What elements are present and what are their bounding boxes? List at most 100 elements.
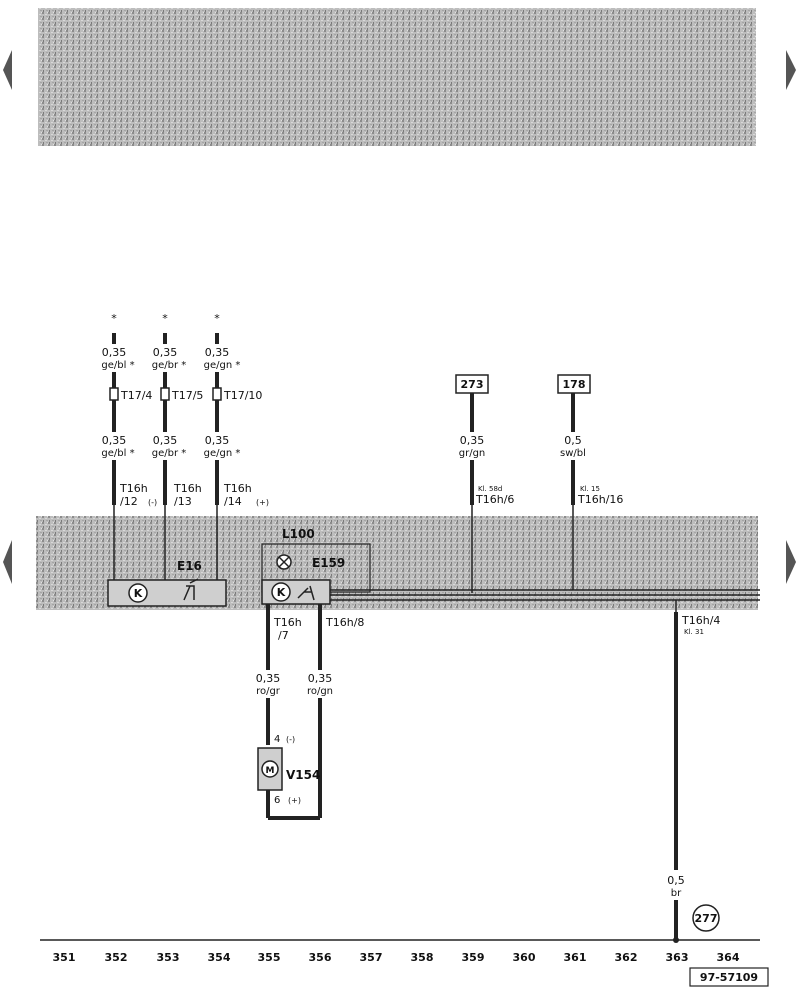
wire-gauge: 0,35 [153,346,178,359]
wire-color: sw/bl [560,448,586,459]
left-arrow-icon[interactable] [3,50,12,90]
star-mark: * [111,312,117,325]
pin-label: T16h [119,482,148,495]
connector-label: T17/4 [120,389,152,402]
scale-number: 358 [411,951,434,964]
connector-label: T17/5 [171,389,203,402]
switch-e16-box [107,579,227,607]
wire-gauge: 0,35 [205,434,230,447]
wire-column-3: * 0,35 ge/gn * T17/10 0,35 ge/gn * T16h … [204,312,269,580]
pin-label: /12 [120,495,138,508]
pin-label: T16h [173,482,202,495]
motor-pin-top-pol: (-) [286,735,295,744]
motor-pin-bottom-pol: (+) [288,796,301,805]
connector-symbol [160,387,170,401]
scale-number: 361 [564,951,587,964]
component-label-l100: L100 [282,527,315,541]
star-mark: * [162,312,168,325]
wire-column-2: * 0,35 ge/br * T17/5 0,35 ge/br * T16h /… [152,312,203,580]
scale-number: 351 [53,951,76,964]
terminal-label: Kl. 58d [478,485,502,493]
ground-wire: T16h/4 Kl. 31 0,5 br 277 [667,600,720,943]
wire-column-1: * 0,35 ge/bl * T17/4 0,35 ge/bl * T16h /… [101,312,157,580]
k-symbol-letter: K [277,586,286,599]
scale-number: 356 [309,951,332,964]
right-arrow-icon[interactable] [786,540,796,584]
motor-v154: 4 (-) M V154 6 (+) [257,734,320,818]
component-label-e16: E16 [177,559,202,573]
motor-pin-top: 4 [274,734,280,745]
scale-number: 355 [258,951,281,964]
reference-number: 273 [461,378,484,391]
wire-color: ge/gn * [204,448,241,459]
scale-number: 354 [208,951,231,964]
terminal-label: Kl. 15 [580,485,600,493]
wire-color: ro/gr [256,686,281,697]
scale-number: 363 [666,951,689,964]
k-symbol-letter: K [134,587,143,600]
connector-symbol [109,387,119,401]
component-label-v154: V154 [286,768,320,782]
figure-id: 97-57109 [700,971,758,984]
pin-label: T16h [273,616,302,629]
wire-gauge: 0,35 [205,346,230,359]
wire-color: ge/bl * [101,360,134,371]
wire-gauge: 0,5 [564,434,582,447]
pin-label: T16h [223,482,252,495]
lower-wire-left: T16h /7 0,35 ro/gr [256,604,302,745]
scale-number: 353 [157,951,180,964]
switch-e16: E16 K [107,559,227,607]
scale-number: 360 [513,951,536,964]
star-mark: * [214,312,220,325]
rotary-switch-icon [183,578,199,601]
connector-label: T17/10 [223,389,262,402]
header-block [38,8,756,146]
right-arrow-icon[interactable] [786,50,796,90]
left-arrow-icon[interactable] [3,540,12,584]
pin-label: T16h/4 [681,614,720,627]
pin-label: /14 [224,495,242,508]
scale-number: 359 [462,951,485,964]
lower-wire-right: T16h/8 0,35 ro/gn [268,604,364,820]
scale-number: 357 [360,951,383,964]
internal-bus [330,589,760,601]
motor-pin-bottom: 6 [274,795,280,806]
wire-gauge: 0,35 [308,672,333,685]
scale-number: 364 [717,951,740,964]
wire-color: br [671,888,682,899]
scale-numbers: 351 352 353 354 355 356 357 358 359 360 … [53,951,740,964]
svg-text:M: M [266,766,275,776]
figure-id-box [689,967,769,987]
wire-color: gr/gn [459,448,486,459]
pin-label: T16h/6 [475,493,514,506]
switch-e159: L100 E159 K [261,527,371,605]
push-switch-icon [297,585,315,601]
wire-gauge: 0,5 [667,874,685,887]
ground-ref-circle[interactable] [692,904,720,932]
pin-label: T16h/16 [577,493,623,506]
wire-gauge: 0,35 [460,434,485,447]
pin-label: /13 [174,495,192,508]
wire-gauge: 0,35 [153,434,178,447]
wire-gauge: 0,35 [102,346,127,359]
reference-number: 178 [563,378,586,391]
ref-273-wire: 273 0,35 gr/gn Kl. 58d T16h/6 [455,374,514,593]
wire-color: ge/br * [152,448,187,459]
ref-178-wire: 178 0,5 sw/bl Kl. 15 T16h/16 [557,374,623,590]
motor-icon [261,760,279,778]
scale-number: 362 [615,951,638,964]
k-symbol-icon [128,583,148,603]
wire-color: ge/bl * [101,448,134,459]
k-symbol-icon [271,582,291,602]
scale-number: 352 [105,951,128,964]
wire-color: ge/gn * [204,360,241,371]
ground-ref-number: 277 [695,912,718,925]
polarity-label: (-) [148,498,157,507]
component-label-e159: E159 [312,556,345,570]
polarity-label: (+) [256,498,269,507]
wire-gauge: 0,35 [256,672,281,685]
wire-color: ro/gn [307,686,333,697]
terminal-label: Kl. 31 [684,628,704,636]
wire-gauge: 0,35 [102,434,127,447]
connector-symbol [212,387,222,401]
